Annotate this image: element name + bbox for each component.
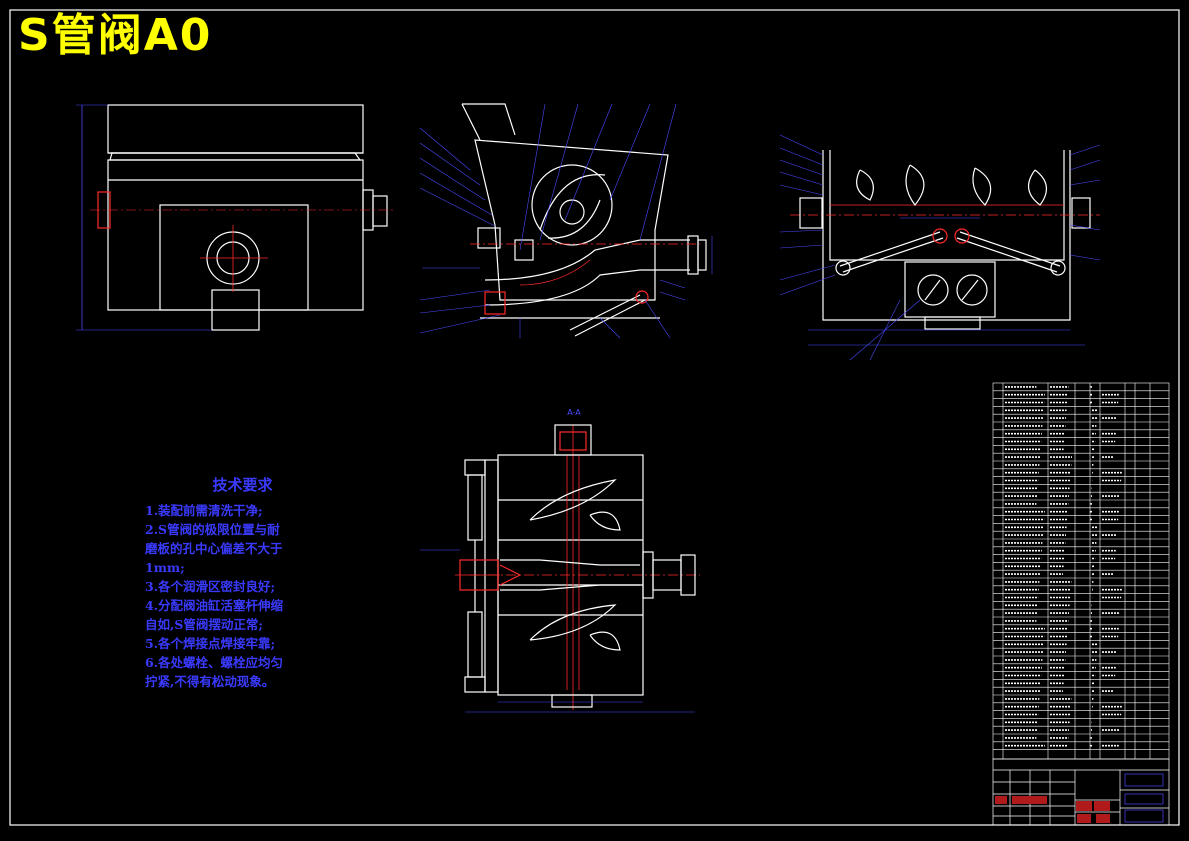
parts-list-table <box>992 382 1170 760</box>
section-side-view <box>419 103 713 339</box>
sheet-border <box>9 9 1180 826</box>
rear-view <box>779 134 1101 361</box>
technical-requirements-heading: 技术要求 <box>212 476 273 494</box>
tech-line: 1.装配前需清洗干净; <box>145 503 263 518</box>
front-view <box>76 104 395 331</box>
tech-line: 拧紧,不得有松动现象。 <box>145 674 275 689</box>
section-aa-view <box>420 424 700 713</box>
tech-line: 自如,S管阀摆动正常; <box>145 617 263 632</box>
section-aa-label: A-A <box>567 408 581 417</box>
tech-line: 磨板的孔中心偏差不大于 <box>145 541 283 556</box>
technical-requirements: 技术要求 1.装配前需清洗干净; 2.S管阀的极限位置与耐 磨板的孔中心偏差不大… <box>145 476 320 691</box>
tech-line: 4.分配阀油缸活塞杆伸缩 <box>145 598 284 613</box>
tech-line: 2.S管阀的极限位置与耐 <box>145 522 280 537</box>
tech-line: 3.各个润滑区密封良好; <box>145 579 276 594</box>
tech-line: 5.各个焊接点焊接牢靠; <box>145 636 276 651</box>
tech-line: 6.各处螺栓、螺栓应均匀 <box>145 655 284 670</box>
tech-line: 1mm; <box>145 560 185 575</box>
parts-list-rows <box>993 390 1169 750</box>
parts-list-content <box>1005 386 1122 747</box>
title-block <box>992 758 1170 826</box>
drawing-title: S管阀A0 <box>18 10 213 61</box>
